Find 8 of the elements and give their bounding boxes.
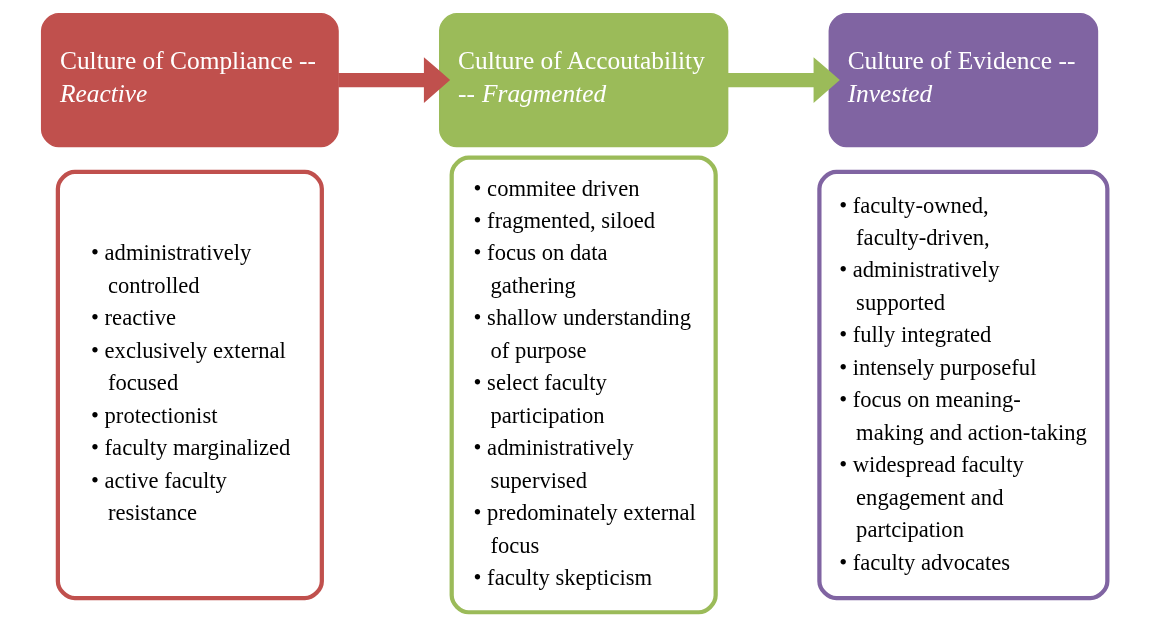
node-box: Culture of Evidence -- Invested: [828, 13, 1099, 148]
arrow: [727, 57, 840, 104]
node-box: Culture of Compliance -- Reactive: [40, 13, 339, 148]
arrow: [338, 57, 451, 104]
node-box: • administratively controlled • reactive • exclusively external focused • protectionist • faculty marginalized • active faculty resistance: [55, 169, 324, 601]
node-box: • commitee driven • fragmented, siloed • focus on data gathering • shallow understanding of purpose • select faculty participation • administratively supervised • predominately external focus • faculty skepticism: [449, 155, 718, 615]
node-box: Culture of Accoutability -- Fragmented: [439, 13, 729, 148]
node-box: • faculty-owned, faculty-driven, • administratively supported • fully integrated • intensely purposeful • focus on meaning-making and action-taking • widespread faculty engagement and partcipation • faculty advocates: [817, 169, 1110, 601]
